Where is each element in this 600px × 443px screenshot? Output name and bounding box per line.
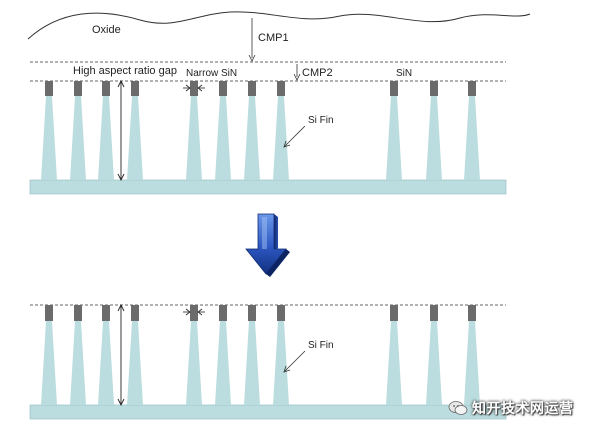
si-fin bbox=[386, 321, 402, 405]
watermark-text: 知开技术网运营 bbox=[472, 401, 574, 417]
si-fin bbox=[464, 321, 480, 405]
cmp1-label: CMP1 bbox=[258, 32, 289, 44]
si-fin bbox=[426, 321, 442, 405]
si-fin bbox=[98, 321, 114, 405]
si-fin bbox=[273, 321, 289, 405]
fin-array bbox=[41, 305, 480, 405]
down-arrow-icon bbox=[245, 213, 290, 277]
high-aspect-ratio-label: High aspect ratio gap bbox=[73, 65, 177, 77]
si-fin bbox=[70, 96, 86, 180]
sin-cap bbox=[74, 81, 82, 96]
si-fin bbox=[244, 96, 260, 180]
sin-cap bbox=[277, 81, 285, 96]
si-fin-label: Si Fin bbox=[308, 115, 334, 126]
narrow-gap-arrow-icon bbox=[185, 308, 203, 316]
oxide-label: Oxide bbox=[92, 24, 121, 36]
sin-cap bbox=[102, 81, 110, 96]
sin-cap bbox=[277, 305, 285, 321]
si-fin bbox=[386, 96, 402, 180]
sin-cap bbox=[468, 305, 476, 321]
chat-bubble-icon bbox=[448, 400, 468, 416]
sin-cap bbox=[102, 305, 110, 321]
sin-cap bbox=[219, 305, 227, 321]
substrate bbox=[29, 404, 507, 420]
si-fin bbox=[127, 96, 143, 180]
sin-cap bbox=[190, 81, 198, 96]
bottom-panel: Si Fin bbox=[29, 303, 507, 420]
sin-cap bbox=[219, 81, 227, 96]
si-fin bbox=[41, 321, 57, 405]
narrow-gap-arrow-icon bbox=[185, 84, 203, 92]
sin-cap bbox=[131, 305, 139, 321]
si-fin bbox=[186, 96, 202, 180]
sin-cap bbox=[45, 305, 53, 321]
top-panel: Oxide CMP1 CMP2 High aspect ratio gap Na… bbox=[27, 11, 531, 195]
sin-cap bbox=[248, 305, 256, 321]
si-fin bbox=[215, 96, 231, 180]
si-fin bbox=[186, 321, 202, 405]
sin-cap bbox=[131, 81, 139, 96]
narrow-sin-label: Narrow SiN bbox=[186, 68, 237, 79]
substrate bbox=[29, 179, 507, 195]
sin-label: SiN bbox=[396, 68, 412, 79]
sin-cap bbox=[430, 81, 438, 96]
si-fin bbox=[215, 321, 231, 405]
sin-cap bbox=[45, 81, 53, 96]
double-arrow-icon bbox=[117, 79, 125, 182]
si-fin bbox=[127, 321, 143, 405]
si-fin-label: Si Fin bbox=[308, 340, 334, 351]
si-fin bbox=[98, 96, 114, 180]
double-arrow-icon bbox=[117, 303, 125, 407]
sin-cap bbox=[390, 305, 398, 321]
oxide-surface bbox=[27, 11, 531, 40]
sin-cap bbox=[468, 81, 476, 96]
cmp2-label: CMP2 bbox=[302, 67, 333, 79]
sin-cap bbox=[390, 81, 398, 96]
cmp2-arrow-icon bbox=[293, 73, 301, 81]
si-fin bbox=[244, 321, 260, 405]
si-fin bbox=[41, 96, 57, 180]
watermark: 知开技术网运营 bbox=[448, 398, 574, 418]
si-fin bbox=[426, 96, 442, 180]
sin-cap bbox=[430, 305, 438, 321]
fin-array bbox=[41, 81, 480, 180]
si-fin bbox=[70, 321, 86, 405]
cmp1-arrow-icon bbox=[248, 54, 256, 62]
si-fin bbox=[273, 96, 289, 180]
sin-cap bbox=[248, 81, 256, 96]
sin-cap bbox=[74, 305, 82, 321]
si-fin bbox=[464, 96, 480, 180]
sin-cap bbox=[190, 305, 198, 321]
